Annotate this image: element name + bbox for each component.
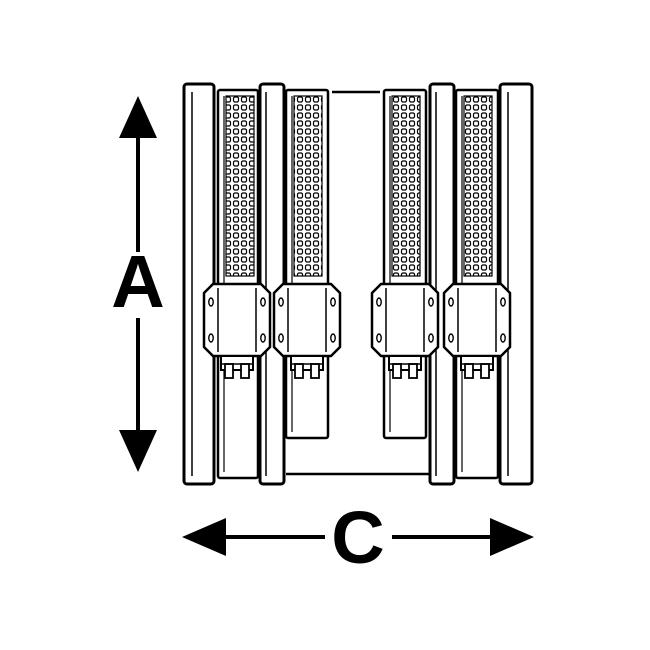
clamp-4 — [442, 282, 512, 379]
height-dimension-arrow — [119, 96, 157, 472]
height-dimension-label: A — [111, 240, 164, 323]
fork-clamps — [202, 282, 512, 379]
fork-2 — [284, 88, 330, 440]
pallet-rails — [182, 82, 534, 486]
width-dimension-arrow — [182, 518, 534, 556]
clamp-3 — [370, 282, 440, 379]
clamp-1 — [202, 282, 272, 379]
center-frame — [286, 90, 430, 476]
fork-3 — [382, 88, 428, 440]
clamp-2 — [272, 282, 342, 379]
width-dimension-label: C — [331, 496, 384, 579]
